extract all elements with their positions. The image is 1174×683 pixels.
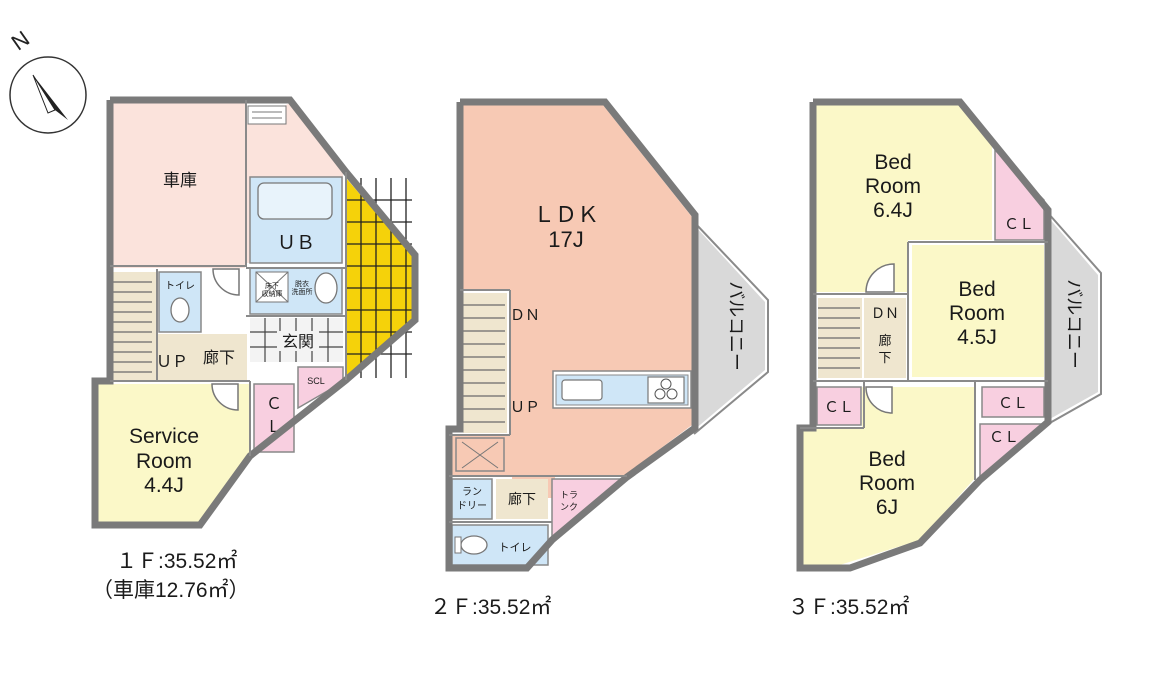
stairs-dn-label: ＤＮ [510,307,540,324]
svg-text:Ｃ: Ｃ [266,396,282,413]
washroom-label: 脱衣 [295,279,309,288]
service-room [98,384,250,522]
compass: N [7,26,87,134]
balcony-2f-label: バルコニー [726,281,746,371]
svg-text:ドリー: ドリー [457,501,487,512]
svg-text:洗面所: 洗面所 [292,287,313,296]
laundry [451,478,493,520]
balcony-3f [1048,217,1098,420]
corridor-1f [157,334,247,380]
kitchen [552,370,692,409]
entrance: 玄関 [250,318,343,362]
bedroom-1-line1: Bed [874,151,911,174]
trunk-label: トラ [560,490,578,500]
floor-1: ＵＢ 床下 収納庫 脱衣 洗面所 トイレ ＵＰ 廊下 [91,96,419,602]
corridor-1f-label: 廊下 [203,349,235,367]
bedroom-3 [803,387,975,568]
tile-area [346,178,412,378]
stairs-3f [818,298,862,378]
bedroom-2 [912,245,1044,377]
floor-3: バルコニー Bed Room 6.4J ＣＬ Bed Room 4.5J ＣＬ … [788,98,1102,619]
floor2-area: ２Ｆ:35.52㎡ [430,595,551,619]
floor1-garage-area: （車庫12.76㎡） [92,578,250,602]
ldk-size: 17J [548,227,583,252]
stairs-1f [113,272,157,380]
closet-3f-4-label: ＣＬ [989,429,1019,446]
bedroom-2-line1: Bed [958,278,995,301]
floor1-area: １Ｆ:35.52㎡ [116,549,237,573]
bedroom-3-size: 6J [876,496,898,519]
closet-3f-2-label: ＣＬ [998,395,1028,412]
bedroom-2-line2: Room [949,302,1005,325]
closet-1f [253,383,295,453]
bedroom-3-line1: Bed [868,448,905,471]
bedroom-3-line2: Room [859,472,915,495]
north-arrow-icon [32,74,68,120]
closet-3f-3-label: ＣＬ [824,399,854,416]
stairs-up-label-2f: ＵＰ [510,399,540,416]
closet-3f-1-label: ＣＬ [1004,216,1034,233]
floor3-area: ３Ｆ:35.52㎡ [788,595,909,619]
balcony-3f-label: バルコニー [1064,279,1084,369]
bedroom-2-size: 4.5J [957,326,997,349]
storage-label: 床下 [265,281,279,290]
scl-label: SCL [307,376,325,386]
service-room-line1: Service [129,425,199,448]
bedroom-1-line2: Room [865,175,921,198]
toilet-1f-label: トイレ [165,281,195,292]
bedroom-1-size: 6.4J [873,199,913,222]
entrance-label: 玄関 [282,333,314,351]
service-room-size: 4.4J [144,474,184,497]
svg-text:下: 下 [878,350,891,365]
garage-label: 車庫 [163,171,197,190]
laundry-label: ラン [462,486,482,498]
toilet-2f-label: トイレ [499,542,532,554]
ub-label: ＵＢ [277,233,315,254]
ldk-label: ＬＤＫ [533,202,599,227]
corridor-3f [864,298,906,378]
closet-3f-3 [816,386,862,426]
stairs-up-label: ＵＰ [156,354,188,371]
service-room-line2: Room [136,450,192,473]
closet-3f-2 [981,386,1045,418]
svg-text:収納庫: 収納庫 [262,289,283,298]
floor-2: バルコニー ＬＤＫ 17J ＤＮ ＵＰ ラン ドリー 廊下 [430,98,769,619]
corridor-2f-label: 廊下 [508,491,536,507]
balcony-2f [694,225,765,430]
compass-label: N [7,26,34,56]
svg-text:ンク: ンク [560,502,578,512]
bedroom-1 [816,105,992,292]
corridor-3f-label: 廊 [878,333,891,348]
stairs-dn-label-3f: ＤＮ [871,305,899,321]
stairs-2f [463,293,507,433]
corridor-2f [496,479,548,519]
